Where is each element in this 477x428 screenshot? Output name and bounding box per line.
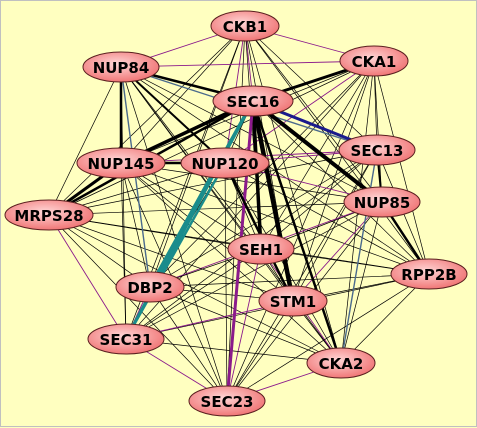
node-label: RPP2B <box>401 266 456 284</box>
node-ellipse[interactable] <box>4 199 94 231</box>
node-label: NUP145 <box>87 155 154 173</box>
edge-nup84-nup120 <box>120 66 226 164</box>
edge-mrps28-cka2 <box>48 214 342 364</box>
edge-nup145-nup85 <box>120 162 383 203</box>
edge-nup85-stm1 <box>292 201 383 302</box>
node-ellipse[interactable] <box>339 45 409 77</box>
edge-cka1-mrps28 <box>48 60 375 216</box>
edge-ckb1-nup85 <box>244 25 383 203</box>
edge-nup84-cka1 <box>120 60 375 68</box>
node-nup145[interactable]: NUP145 <box>76 147 166 179</box>
edge-rpp2b-sec23 <box>226 273 430 402</box>
edge-dbp2-cka2 <box>149 286 342 364</box>
edge-ckb1-sec13 <box>244 25 378 151</box>
node-label: CKB1 <box>223 18 268 36</box>
node-label: SEC23 <box>201 393 254 411</box>
edge-nup120-stm1 <box>223 161 295 303</box>
node-ellipse[interactable] <box>306 347 376 379</box>
edge-nup145-stm1 <box>120 162 294 302</box>
edge-sec13-cka2 <box>340 149 378 364</box>
node-nup84[interactable]: NUP84 <box>82 51 160 83</box>
node-ellipse[interactable] <box>76 147 166 179</box>
edge-nup84-mrps28 <box>48 66 122 216</box>
node-ellipse[interactable] <box>258 285 328 317</box>
node-ellipse[interactable] <box>227 233 295 265</box>
node-mrps28[interactable]: MRPS28 <box>4 199 94 231</box>
node-label: CKA2 <box>319 355 364 373</box>
edge-nup85-cka2 <box>340 201 383 364</box>
node-ellipse[interactable] <box>115 271 185 303</box>
edge-mrps28-sec31 <box>48 214 127 340</box>
node-stm1[interactable]: STM1 <box>258 285 328 317</box>
edge-ckb1-mrps28 <box>48 25 246 216</box>
node-cka2[interactable]: CKA2 <box>306 347 376 379</box>
node-sec31[interactable]: SEC31 <box>87 323 165 355</box>
node-nup85[interactable]: NUP85 <box>343 186 421 218</box>
edge-stm1-sec23 <box>226 300 294 402</box>
node-label: STM1 <box>270 293 316 311</box>
edge-seh1-sec23 <box>226 248 262 402</box>
edge-sec13-sec23 <box>226 149 378 402</box>
edge-sec16-stm1 <box>250 98 296 304</box>
node-ckb1[interactable]: CKB1 <box>210 10 280 42</box>
node-label: SEC31 <box>100 331 153 349</box>
node-ellipse[interactable] <box>87 323 165 355</box>
node-ellipse[interactable] <box>212 85 294 117</box>
node-ellipse[interactable] <box>188 385 266 417</box>
edge-rpp2b-cka2 <box>340 273 430 364</box>
edge-nup145-cka2 <box>120 162 342 364</box>
edge-nup145-seh1 <box>120 162 262 250</box>
node-label: SEC16 <box>227 93 280 111</box>
edge-nup84-sec23 <box>120 66 228 402</box>
node-nup120[interactable]: NUP120 <box>180 147 270 179</box>
edge-dbp2-sec23 <box>149 286 228 402</box>
node-label: SEH1 <box>239 241 283 259</box>
edge-sec16-nup85 <box>251 99 384 204</box>
edge-sec13-stm1 <box>292 149 378 302</box>
edge-cka1-stm1 <box>292 60 375 302</box>
node-ellipse[interactable] <box>343 186 421 218</box>
edge-nup145-dbp2 <box>120 162 151 288</box>
edge-cka1-rpp2b <box>373 60 430 275</box>
node-dbp2[interactable]: DBP2 <box>115 271 185 303</box>
node-cka1[interactable]: CKA1 <box>339 45 409 77</box>
edge-nup85-sec31 <box>125 201 383 340</box>
node-label: NUP85 <box>354 194 411 212</box>
edge-cka1-dbp2 <box>149 60 375 288</box>
edge-nup120-sec23 <box>224 162 228 402</box>
node-ellipse[interactable] <box>82 51 160 83</box>
edge-sec16-seh1 <box>251 99 263 251</box>
edge-sec16-rpp2b <box>252 100 430 275</box>
node-ellipse[interactable] <box>390 258 468 290</box>
node-label: CKA1 <box>352 53 397 71</box>
node-sec23[interactable]: SEC23 <box>188 385 266 417</box>
node-seh1[interactable]: SEH1 <box>227 233 295 265</box>
edge-cka1-sec23 <box>226 60 375 402</box>
node-sec16[interactable]: SEC16 <box>212 85 294 117</box>
edge-ckb1-nup145 <box>120 25 246 164</box>
node-label: SEC13 <box>351 142 404 160</box>
node-label: NUP120 <box>191 155 258 173</box>
node-ellipse[interactable] <box>180 147 270 179</box>
node-ellipse[interactable] <box>338 134 416 166</box>
edge-nup85-mrps28 <box>48 201 383 216</box>
edge-nup120-sec31 <box>124 161 227 341</box>
node-ellipse[interactable] <box>210 10 280 42</box>
edge-sec16-cka2 <box>251 99 343 365</box>
node-label: NUP84 <box>93 59 150 77</box>
node-label: DBP2 <box>127 279 172 297</box>
node-label: MRPS28 <box>14 207 83 225</box>
edge-mrps28-sec23 <box>48 214 228 402</box>
edge-ckb1-rpp2b <box>244 25 430 275</box>
node-sec13[interactable]: SEC13 <box>338 134 416 166</box>
node-rpp2b[interactable]: RPP2B <box>390 258 468 290</box>
edge-nup145-sec31 <box>120 162 127 340</box>
